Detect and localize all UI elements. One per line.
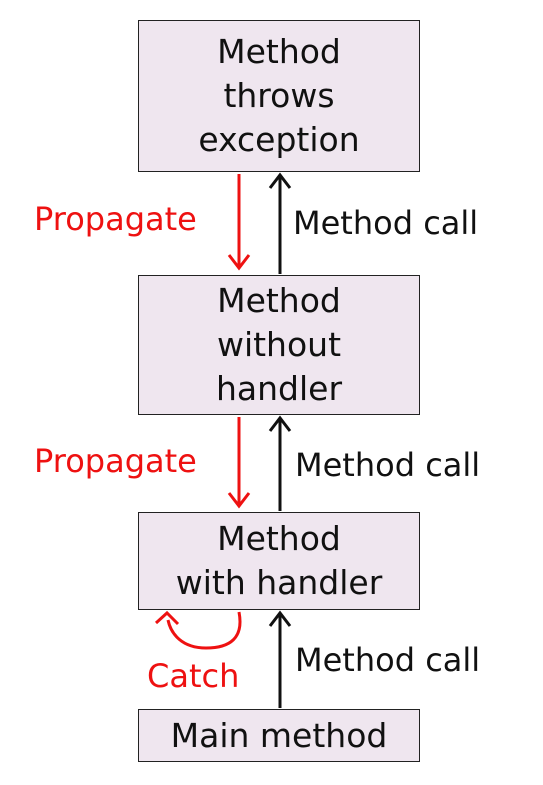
method-call-arrow-3 <box>268 610 292 708</box>
catch-label: Catch <box>147 657 240 695</box>
box-line: with handler <box>175 563 383 602</box>
catch-arrow <box>154 610 242 650</box>
propagate-label: Propagate <box>34 442 197 480</box>
box-method-without-handler: Method without handler <box>138 275 420 415</box>
box-line: Method <box>217 519 341 558</box>
propagate-arrow-2 <box>227 417 251 509</box>
box-line: without <box>216 325 342 364</box>
box-line: exception <box>198 120 360 159</box>
method-call-arrow-2 <box>268 415 292 511</box>
box-line: Method <box>217 281 341 320</box>
box-method-with-handler: Method with handler <box>138 512 420 610</box>
method-call-label: Method call <box>293 204 479 242</box>
box-line: handler <box>215 369 343 408</box>
propagate-label: Propagate <box>34 200 197 238</box>
box-main-method: Main method <box>138 709 420 762</box>
box-line: Method <box>217 32 341 71</box>
method-call-arrow-1 <box>268 172 292 274</box>
box-line: Main method <box>170 715 388 755</box>
box-line: throws <box>223 76 335 115</box>
method-call-label: Method call <box>295 446 481 484</box>
method-call-label: Method call <box>295 641 481 679</box>
propagate-arrow-1 <box>227 174 251 271</box>
box-method-throws-exception: Method throws exception <box>138 20 420 172</box>
